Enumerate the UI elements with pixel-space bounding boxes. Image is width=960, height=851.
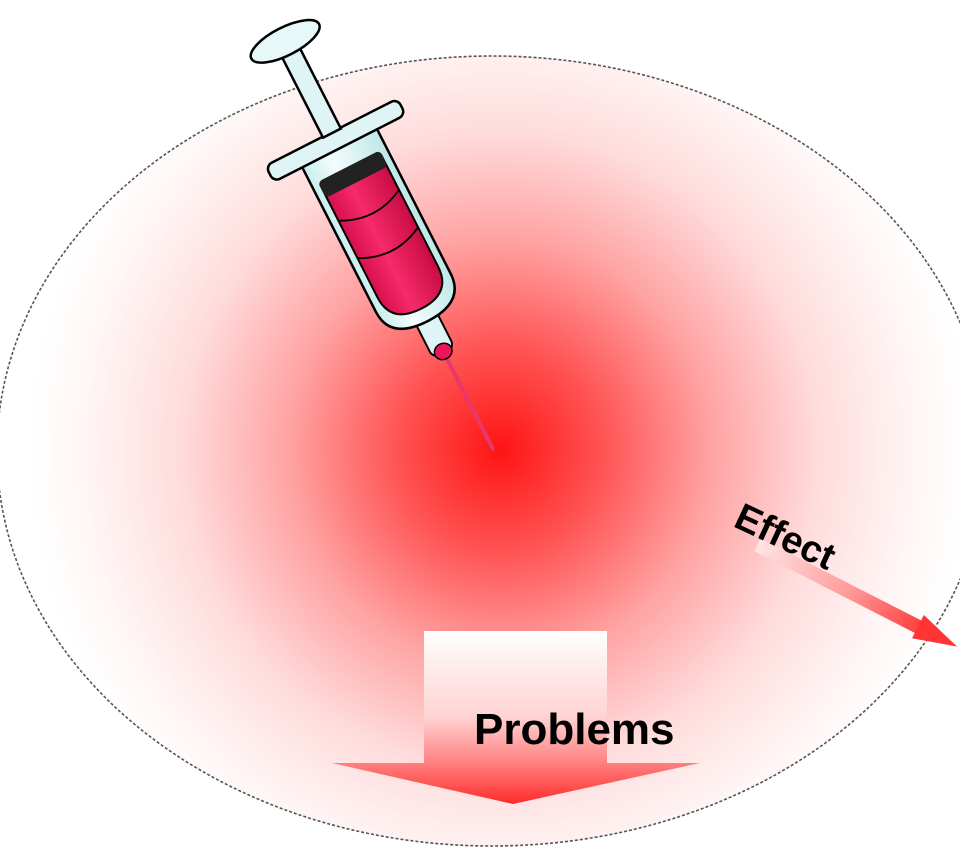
problems-label: Problems <box>474 705 675 755</box>
